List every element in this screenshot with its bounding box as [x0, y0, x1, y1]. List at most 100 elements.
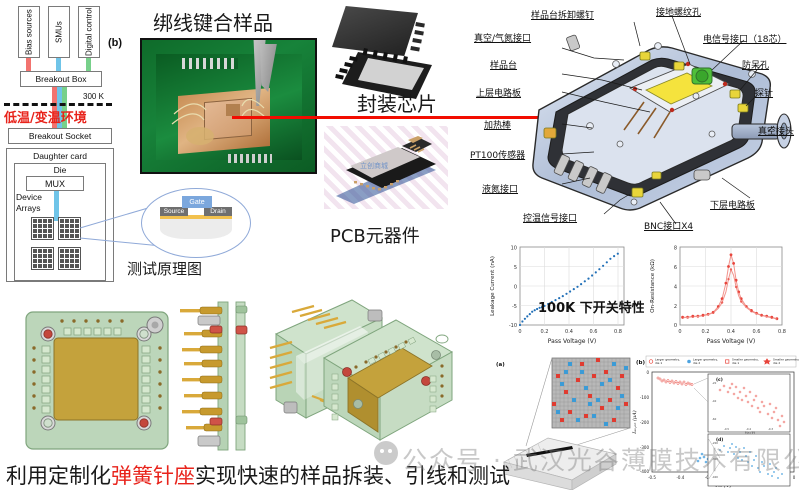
- chamber-label-heater-rod: 加热棒: [484, 121, 512, 131]
- packaged-chip-title: 封装芯片: [357, 92, 437, 116]
- svg-text:-300: -300: [712, 457, 718, 461]
- packaged-chip-group: [320, 4, 450, 99]
- svg-text:0: 0: [646, 370, 649, 375]
- svg-text:6: 6: [674, 265, 677, 271]
- device-array-block: [31, 247, 54, 270]
- svg-text:die 2: die 2: [693, 361, 700, 365]
- instrument-label: Digital control: [84, 7, 94, 57]
- source-contact: Source: [160, 207, 188, 216]
- svg-text:-0.3: -0.3: [768, 427, 773, 431]
- svg-text:5: 5: [514, 265, 517, 271]
- svg-text:-200: -200: [640, 420, 650, 425]
- svg-text:0.2: 0.2: [541, 329, 549, 335]
- watermark-text: 公众号 · 武汉光谷薄膜技术有限公司: [402, 446, 799, 475]
- svg-text:0.8: 0.8: [614, 329, 622, 335]
- svg-text:die 1: die 1: [732, 361, 739, 365]
- svg-text:-10: -10: [509, 323, 517, 329]
- svg-text:(a): (a): [496, 362, 505, 368]
- wire-bias: [26, 58, 31, 72]
- svg-text:10: 10: [511, 246, 517, 252]
- svg-text:die 2: die 2: [773, 361, 780, 365]
- spring-pin-socket-front: [22, 308, 172, 453]
- die-label: Die: [53, 165, 67, 175]
- svg-text:-0.5: -0.5: [648, 475, 656, 480]
- instrument-smus: SMUs: [48, 6, 70, 58]
- svg-text:-400: -400: [712, 475, 718, 479]
- svg-text:Smaller geometry,: Smaller geometry,: [732, 357, 759, 361]
- breakout-socket-label: Breakout Socket: [28, 131, 92, 141]
- svg-text:0.8: 0.8: [778, 329, 786, 335]
- block-diagram: Bias sources SMUs Digital control Breako…: [0, 0, 130, 282]
- gate-contact: Gate: [182, 196, 212, 208]
- transistor-inset: Source Drain Gate: [141, 188, 251, 258]
- substrate: [160, 215, 232, 239]
- mux-block: MUX: [26, 176, 84, 191]
- source-label: Source: [163, 208, 185, 215]
- bottom-caption: 利用定制化弹簧针座实现快速的样品拆装、引线和测试: [6, 460, 510, 490]
- chamber-label-probe: 探针: [755, 89, 774, 99]
- svg-text:Pass Voltage (V): Pass Voltage (V): [548, 338, 596, 345]
- svg-text:Smaller geometry,: Smaller geometry,: [773, 357, 799, 361]
- svg-text:0.6: 0.6: [753, 329, 761, 335]
- chart-overlay-text: 100K 下开关特性: [538, 301, 645, 316]
- chamber-label-temp-ctrl-port: 控温信号接口: [523, 214, 578, 224]
- device-array-block: [31, 217, 54, 240]
- svg-text:Vₒₕ (V): Vₒₕ (V): [745, 431, 756, 435]
- svg-text:0.4: 0.4: [727, 329, 735, 335]
- svg-text:(b): (b): [636, 360, 645, 366]
- breakout-box: Breakout Box: [20, 71, 102, 87]
- svg-text:-0.4: -0.4: [676, 475, 684, 480]
- caption-highlight: 弹簧针座: [111, 464, 195, 488]
- chamber-label-vacuum-port: 真空/气氮接口: [474, 34, 532, 44]
- chamber-label-ln2-port: 液氮接口: [482, 185, 519, 195]
- wechat-logo-icon: [374, 441, 398, 465]
- device-array-block: [58, 247, 81, 270]
- spring-pin-exploded-assembly: [256, 292, 456, 460]
- svg-text:-0.5: -0.5: [724, 427, 729, 431]
- svg-text:Larger geometry,: Larger geometry,: [693, 357, 718, 361]
- instrument-digital-control: Digital control: [78, 6, 100, 58]
- svg-text:Iₔₛ,ₒₙ (µA): Iₔₛ,ₒₙ (µA): [631, 410, 638, 435]
- chamber-label-sample-stage-screw: 样品台拆卸螺钉: [531, 11, 595, 21]
- svg-text:8: 8: [674, 246, 677, 252]
- svg-text:-200: -200: [712, 441, 718, 445]
- channel-layer: [160, 215, 232, 219]
- svg-text:-60: -60: [712, 417, 717, 421]
- chamber-drawing: [444, 2, 799, 237]
- svg-text:2: 2: [674, 304, 677, 310]
- wire-smu: [56, 58, 61, 72]
- chamber-label-sample-stage: 样品台: [490, 61, 518, 71]
- breakout-socket: Breakout Socket: [8, 128, 112, 144]
- svg-text:0.2: 0.2: [702, 329, 710, 335]
- caption-part2: 实现快速的样品拆装、引线和测试: [195, 464, 510, 488]
- temperature-label: 300 K: [83, 92, 104, 101]
- chamber-label-lower-pcb: 下层电路板: [710, 201, 756, 211]
- breakout-box-label: Breakout Box: [35, 74, 87, 84]
- wire-die-internal: [54, 191, 59, 221]
- svg-text:0: 0: [674, 323, 677, 329]
- device-arrays-label-line2: Arrays: [16, 203, 41, 213]
- device-array-block: [58, 217, 81, 240]
- pcb-component-photo: 立创商城: [324, 126, 448, 209]
- temperature-boundary: [4, 103, 112, 106]
- svg-text:0: 0: [514, 285, 517, 291]
- chamber-label-upper-pcb: 上层电路板: [476, 89, 522, 99]
- bond-sample-title: 绑线键合样品: [153, 11, 273, 35]
- svg-text:-300: -300: [640, 445, 650, 450]
- svg-text:4: 4: [674, 285, 677, 291]
- panel-label-b: (b): [108, 37, 123, 49]
- svg-text:(d): (d): [716, 437, 723, 443]
- wire-bundle-smu: [57, 87, 62, 142]
- svg-text:-20: -20: [712, 381, 717, 385]
- environment-label: 低温/变温环境: [4, 111, 87, 126]
- svg-text:Leakage Current (nA): Leakage Current (nA): [490, 256, 496, 316]
- pcb-component-title: PCB元器件: [330, 226, 420, 247]
- chamber-label-vacuum-joint: 真空接头: [758, 127, 795, 137]
- svg-text:(c): (c): [716, 377, 723, 383]
- gate-label: Gate: [189, 198, 205, 206]
- chamber-label-bnc-x4: BNC接口X4: [644, 222, 694, 232]
- svg-text:-100: -100: [640, 395, 650, 400]
